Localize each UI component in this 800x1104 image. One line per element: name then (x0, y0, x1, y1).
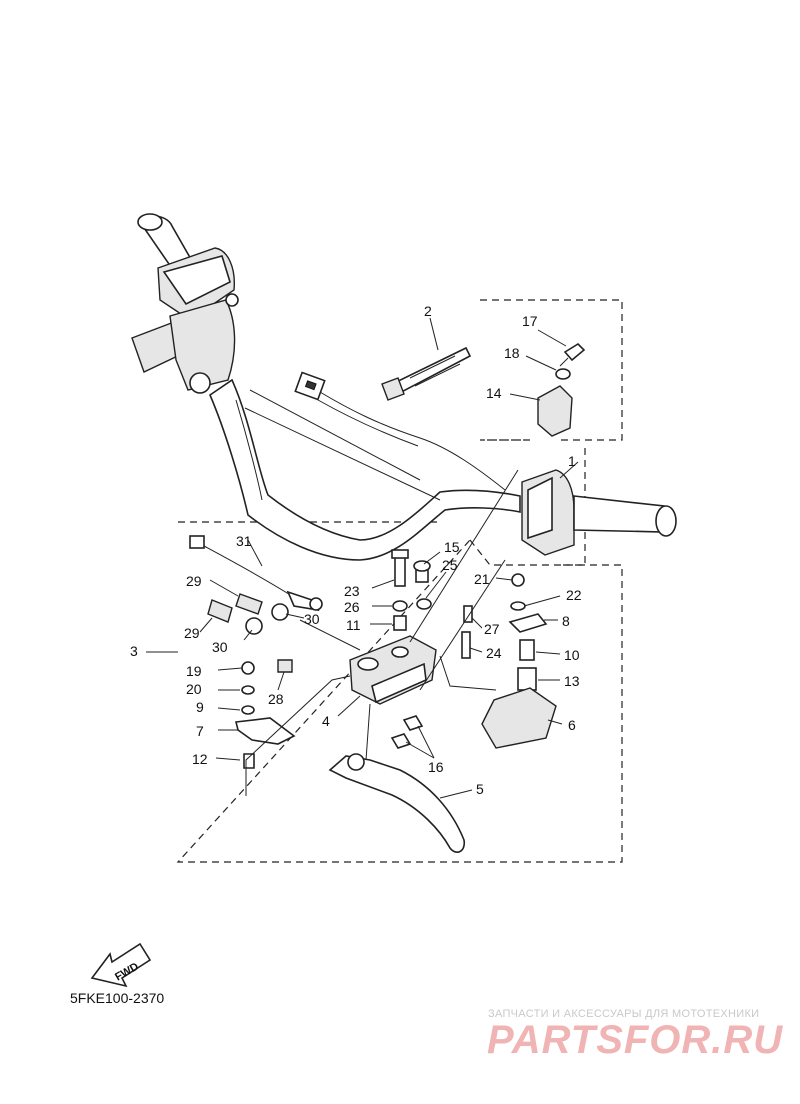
callout-18: 18 (504, 345, 520, 361)
fwd-arrow: FWD (90, 942, 152, 988)
callout-9: 9 (196, 699, 204, 715)
callout-4: 4 (322, 713, 330, 729)
callout-15: 15 (444, 539, 460, 555)
switch-assembly-box (480, 299, 623, 441)
callout-numbers: 1 2 3 4 5 6 7 8 9 10 11 12 13 14 15 16 1… (130, 303, 582, 797)
callout-29-lower: 29 (184, 625, 200, 641)
callout-27: 27 (484, 621, 500, 637)
washers-collar (392, 598, 432, 631)
callout-6: 6 (568, 717, 576, 733)
switch-housing-parts (461, 573, 557, 749)
watermark-caption: ЗАПЧАСТИ И АКСЕССУАРЫ ДЛЯ МОТОТЕХНИКИ (488, 1008, 760, 1020)
callout-28: 28 (268, 691, 284, 707)
small-hardware-left (235, 659, 296, 769)
callout-11: 11 (346, 617, 361, 633)
callout-10: 10 (564, 647, 580, 663)
callout-7: 7 (196, 723, 204, 739)
clutch-cable-switch (189, 535, 323, 612)
callout-29-upper: 29 (186, 573, 202, 589)
callout-13: 13 (564, 673, 580, 689)
callout-21: 21 (474, 571, 490, 587)
handlebar (209, 378, 521, 561)
wire-connector (294, 371, 506, 491)
nut (390, 715, 424, 749)
callout-23: 23 (344, 583, 360, 599)
callout-25: 25 (442, 557, 458, 573)
adjuster-bolts (207, 593, 289, 635)
callout-1: 1 (568, 453, 576, 469)
callout-24: 24 (486, 645, 502, 661)
cable-tie (381, 346, 472, 401)
assembly-guides (245, 469, 519, 796)
left-grip-assembly (131, 213, 239, 394)
callout-17: 17 (522, 313, 538, 329)
callout-22: 22 (566, 587, 582, 603)
callout-31: 31 (236, 533, 252, 549)
callout-2: 2 (424, 303, 432, 319)
switch-clamp (537, 342, 586, 437)
callout-30-right: 30 (304, 611, 320, 627)
lever-assembly-box (176, 521, 623, 863)
callout-5: 5 (476, 781, 484, 797)
watermark-logo: PARTSFOR.RU (487, 1018, 784, 1062)
callout-30-left: 30 (212, 639, 228, 655)
holder-bolts (391, 549, 431, 587)
diagram-code: 5FKE100-2370 (70, 990, 165, 1006)
clutch-lever (328, 753, 466, 853)
callout-14: 14 (486, 385, 502, 401)
callout-16: 16 (428, 759, 444, 775)
callout-leaders (146, 317, 579, 799)
callout-19: 19 (186, 663, 202, 679)
callout-3: 3 (130, 643, 138, 659)
callout-12: 12 (192, 751, 208, 767)
callout-8: 8 (562, 613, 570, 629)
lever-holder (349, 635, 437, 705)
callout-20: 20 (186, 681, 202, 697)
callout-26: 26 (344, 599, 360, 615)
right-switch (521, 469, 677, 556)
